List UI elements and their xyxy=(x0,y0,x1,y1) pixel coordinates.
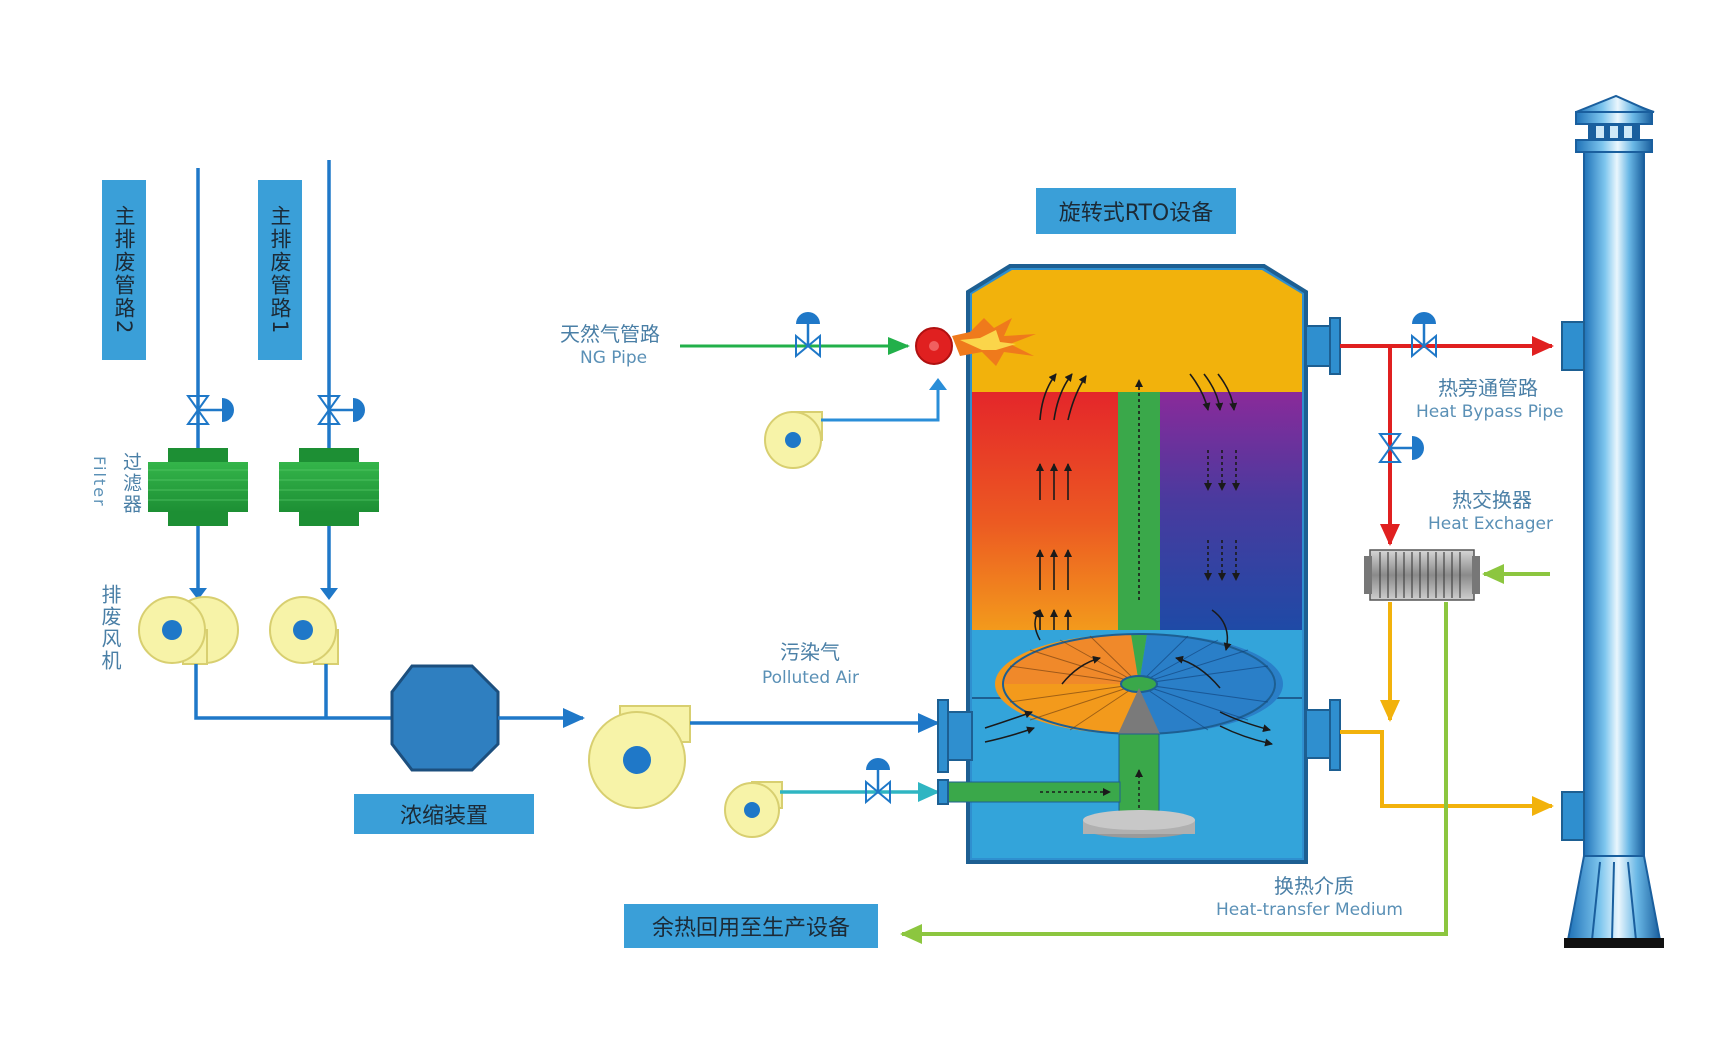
valve-icon[interactable] xyxy=(1378,433,1424,463)
burner-icon xyxy=(915,318,1036,366)
exhaust-pipe-2-label: 主排废管路2 xyxy=(102,180,146,360)
top-flange xyxy=(1305,317,1341,375)
filter-icon xyxy=(279,448,379,526)
polluted-air-label-cn: 污染气 xyxy=(780,640,840,664)
chimney-stack xyxy=(1561,94,1664,948)
heat-exchanger-label-cn: 热交换器 xyxy=(1452,488,1532,512)
heat-medium-label-en: Heat-transfer Medium xyxy=(1216,900,1403,920)
valve-icon[interactable] xyxy=(1411,312,1437,359)
heat-bypass-label-en: Heat Bypass Pipe xyxy=(1416,402,1564,422)
exhaust-line-2 xyxy=(189,168,207,600)
exhaust-fan-icon[interactable] xyxy=(138,596,239,665)
rto-title: 旋转式RTO设备 xyxy=(1036,188,1236,234)
valve-icon[interactable] xyxy=(317,395,365,425)
exhaust-fan-icon[interactable] xyxy=(269,596,339,665)
exhaust-fan-label: 排废风机 xyxy=(98,584,122,672)
rotary-disc xyxy=(995,633,1283,838)
filter-label-cn: 过滤器 xyxy=(120,452,142,515)
outlet-flange xyxy=(1305,699,1341,771)
ng-pipe-label-en: NG Pipe xyxy=(580,348,648,368)
waste-heat-reuse-label: 余热回用至生产设备 xyxy=(624,904,878,948)
valve-icon[interactable] xyxy=(865,758,891,805)
flow-arrows-down xyxy=(1189,373,1240,581)
heat-medium-label-cn: 换热介质 xyxy=(1274,874,1354,898)
polluted-air-label-en: Polluted Air xyxy=(762,668,859,688)
process-fan-icon[interactable] xyxy=(588,705,691,809)
concentrator-label: 浓缩装置 xyxy=(354,794,534,834)
exhaust-pipe-1-label: 主排废管路1 xyxy=(258,180,302,360)
heat-exchanger-icon xyxy=(1364,549,1480,601)
valve-icon[interactable] xyxy=(795,312,821,359)
exhaust-line-1 xyxy=(320,160,338,600)
burner-fan-icon[interactable] xyxy=(764,411,823,469)
heat-exchanger-label-en: Heat Exchager xyxy=(1428,514,1554,534)
inlet-flange xyxy=(937,699,973,805)
flow-arrows-disc xyxy=(984,609,1273,747)
filter-label-en: Filter xyxy=(90,456,109,508)
concentrator-icon xyxy=(390,664,500,772)
filter-icon xyxy=(148,448,248,526)
valve-icon[interactable] xyxy=(186,395,234,425)
ng-pipe-label-cn: 天然气管路 xyxy=(560,322,660,346)
purge-fan-icon[interactable] xyxy=(724,781,783,838)
flow-arrows-up xyxy=(1036,373,1087,630)
heat-bypass-label-cn: 热旁通管路 xyxy=(1438,376,1538,400)
